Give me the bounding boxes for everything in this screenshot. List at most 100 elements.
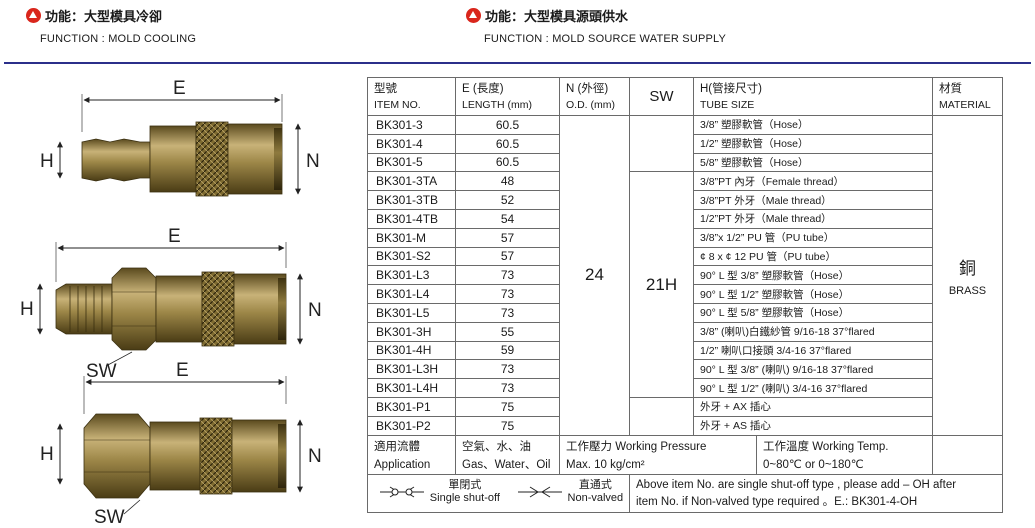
dim-n-label: N xyxy=(308,446,322,467)
warning-icon xyxy=(466,8,481,23)
header-left: 功能：大型模具冷卻 FUNCTION : MOLD COOLING xyxy=(26,6,196,45)
drawing-thread-type: E H N SW xyxy=(20,226,322,382)
item-cell: BK301-4H xyxy=(367,340,456,361)
item-cell: BK301-4TB xyxy=(367,208,456,229)
tube-cell: 外牙 + AS 插心 xyxy=(693,415,933,436)
header-length: E (長度)LENGTH (mm) xyxy=(455,77,560,116)
material-cell: 銅 BRASS xyxy=(932,115,1003,436)
tube-cell: 1/2” 喇叭口接頭 3/4-16 37°flared xyxy=(693,340,933,361)
sw-cell-empty xyxy=(629,396,694,436)
item-cell: BK301-5 xyxy=(367,152,456,173)
length-cell: 73 xyxy=(455,284,560,304)
length-cell: 73 xyxy=(455,302,560,323)
tube-cell: 3/8”PT 內牙（Female thread） xyxy=(693,171,933,192)
tube-cell: 3/8”x 1/2” PU 管（PU tube） xyxy=(693,227,933,248)
dim-e-label: E xyxy=(173,78,186,99)
item-cell: BK301-3TA xyxy=(367,171,456,192)
item-cell: BK301-S2 xyxy=(367,246,456,267)
length-cell: 73 xyxy=(455,359,560,380)
item-cell: BK301-3 xyxy=(367,115,456,135)
header-left-subtitle: FUNCTION : MOLD COOLING xyxy=(40,33,197,45)
tube-cell: 外牙 + AX 插心 xyxy=(693,396,933,417)
length-cell: 60.5 xyxy=(455,133,560,154)
item-cell: BK301-L3H xyxy=(367,359,456,380)
coupling-drawings: E H N E H xyxy=(0,64,360,528)
header-left-title: 功能：大型模具冷卻 xyxy=(45,9,163,24)
non-valved-note: Above item No. are single shut-off type … xyxy=(629,473,1003,513)
item-cell: BK301-L4 xyxy=(367,284,456,304)
length-cell: 52 xyxy=(455,190,560,210)
item-cell: BK301-L5 xyxy=(367,302,456,323)
header-divider xyxy=(4,62,1031,64)
dim-h-label: H xyxy=(40,151,54,172)
temp-cell: 工作溫度 Working Temp.0~80℃ or 0~180℃ xyxy=(763,440,889,471)
dim-e-label: E xyxy=(168,226,181,247)
item-cell: BK301-P2 xyxy=(367,415,456,436)
dim-n-label: N xyxy=(308,300,322,321)
dim-n-label: N xyxy=(306,151,320,172)
item-cell: BK301-3TB xyxy=(367,190,456,210)
length-cell: 75 xyxy=(455,415,560,436)
non-valved-symbol-icon xyxy=(517,486,562,497)
dim-sw-label: SW xyxy=(86,361,117,382)
header-tube: H(管接尺寸)TUBE SIZE xyxy=(693,77,933,116)
header-right-subtitle: FUNCTION : MOLD SOURCE WATER SUPPLY xyxy=(484,33,727,45)
tube-cell: 1/2”PT 外牙（Male thread） xyxy=(693,208,933,229)
tube-cell: 90° L 型 3/8” 塑膠軟管（Hose） xyxy=(693,265,933,286)
length-cell: 55 xyxy=(455,321,560,342)
warning-icon xyxy=(26,8,41,23)
tube-cell: 3/8” 塑膠軟管（Hose） xyxy=(693,115,933,135)
material-zh: 銅 xyxy=(959,258,976,278)
tube-cell: 5/8” 塑膠軟管（Hose） xyxy=(693,152,933,173)
item-cell: BK301-4 xyxy=(367,133,456,154)
length-cell: 73 xyxy=(455,378,560,398)
tube-cell: 90° L 型 1/2” 塑膠軟管（Hose） xyxy=(693,284,933,304)
sw-cell: 21H xyxy=(629,171,694,398)
header-right: 功能：大型模具源頭供水 FUNCTION : MOLD SOURCE WATER… xyxy=(466,6,726,45)
header-od: N (外徑)O.D. (mm) xyxy=(559,77,630,116)
length-cell: 60.5 xyxy=(455,115,560,135)
item-cell: BK301-L3 xyxy=(367,265,456,286)
dim-sw-label: SW xyxy=(94,507,125,528)
length-cell: 57 xyxy=(455,246,560,267)
length-cell: 48 xyxy=(455,171,560,192)
item-cell: BK301-M xyxy=(367,227,456,248)
drawing-hose-type: E H N xyxy=(40,78,320,197)
od-cell: 24 xyxy=(559,115,630,436)
item-cell: BK301-3H xyxy=(367,321,456,342)
dim-e-label: E xyxy=(176,360,189,381)
item-cell: BK301-L4H xyxy=(367,378,456,398)
dim-h-label: H xyxy=(40,444,54,465)
length-cell: 60.5 xyxy=(455,152,560,173)
length-cell: 54 xyxy=(455,208,560,229)
single-shutoff-symbol-icon xyxy=(379,486,424,497)
tube-cell: 3/8”PT 外牙（Male thread） xyxy=(693,190,933,210)
material-en: BRASS xyxy=(948,284,987,297)
dim-h-label: H xyxy=(20,299,34,320)
length-cell: 57 xyxy=(455,227,560,248)
tube-cell: 90° L 型 5/8” 塑膠軟管（Hose） xyxy=(693,302,933,323)
tube-cell: ¢ 8 x ¢ 12 PU 管（PU tube） xyxy=(693,246,933,267)
